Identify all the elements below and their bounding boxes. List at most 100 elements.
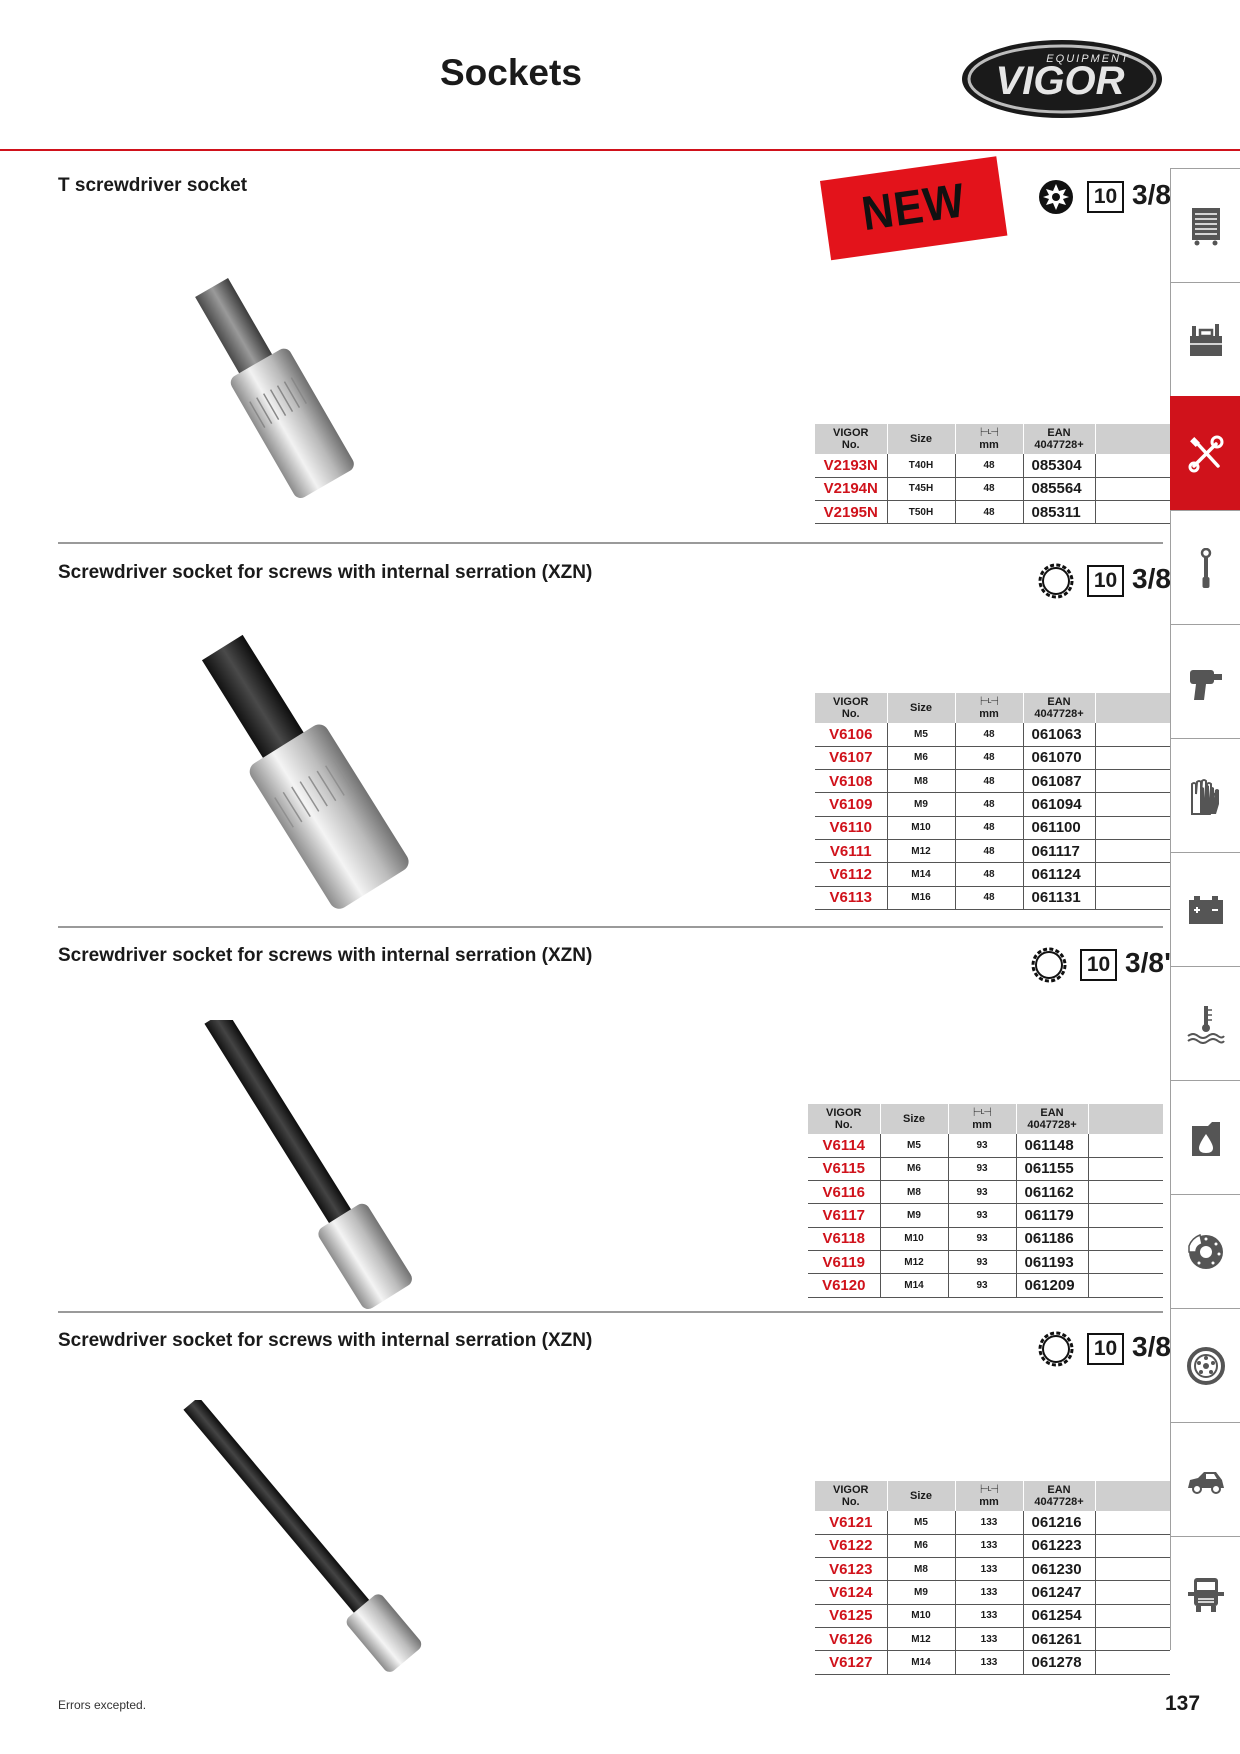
- car-body-icon: [1188, 1472, 1224, 1494]
- xzn-socket-image: [201, 634, 409, 909]
- sidebar-tab-brakes[interactable]: [1170, 1194, 1240, 1308]
- brake-disc-icon: [1188, 1233, 1223, 1269]
- category-sidebar: [1170, 168, 1240, 1678]
- sidebar-tab-wheels[interactable]: [1170, 1308, 1240, 1422]
- page-title: Sockets: [440, 52, 582, 93]
- new-badge: NEW: [820, 156, 1008, 261]
- col-blank: [1094, 1481, 1170, 1511]
- pack-quantity: 10: [1087, 1333, 1124, 1365]
- pack-quantity: 10: [1080, 949, 1117, 981]
- col-size: Size: [879, 1104, 948, 1134]
- torx-drive-icon: [1039, 180, 1073, 214]
- xzn-drive-icon: [1038, 563, 1074, 599]
- col-length: ├─ L ─┤mm: [954, 424, 1023, 454]
- section-title: Screwdriver socket for screws with inter…: [58, 562, 593, 583]
- col-blank: [1087, 1104, 1163, 1134]
- logo-brand: VIGOR: [996, 59, 1125, 103]
- torque-wrench-icon: [1200, 548, 1212, 588]
- gloves-icon: [1191, 779, 1219, 815]
- sidebar-tab-trucks[interactable]: [1170, 1536, 1240, 1650]
- truck-icon: [1188, 1578, 1224, 1612]
- drive-size: 3/8": [1125, 947, 1178, 978]
- header-rule: [0, 149, 1240, 151]
- footer-note: Errors excepted.: [58, 1698, 147, 1712]
- section-title: Screwdriver socket for screws with inter…: [58, 1330, 593, 1351]
- torx-socket-image: [195, 277, 354, 499]
- section-divider: [58, 1311, 1163, 1313]
- battery-icon: [1189, 896, 1223, 924]
- impact-wrench-icon: [1190, 670, 1222, 700]
- sidebar-tab-coolant[interactable]: [1170, 966, 1240, 1080]
- sidebar-tab-hand-tools[interactable]: [1170, 396, 1240, 510]
- oil-can-icon: [1192, 1122, 1220, 1156]
- vigor-logo: VIGOR EQUIPMENT: [962, 40, 1162, 118]
- sidebar-tab-torque-wrench[interactable]: [1170, 510, 1240, 624]
- col-size: Size: [886, 693, 955, 723]
- sidebar-tab-toolbox[interactable]: [1170, 282, 1240, 396]
- sidebar-tab-oil[interactable]: [1170, 1080, 1240, 1194]
- col-length: ├─ L ─┤mm: [947, 1104, 1016, 1134]
- tool-trolley-icon: [1192, 208, 1220, 246]
- col-size: Size: [886, 424, 955, 454]
- xzn-socket-image: [204, 1020, 412, 1310]
- sidebar-tab-impact-wrench[interactable]: [1170, 624, 1240, 738]
- sidebar-tab-car-body[interactable]: [1170, 1422, 1240, 1536]
- col-blank: [1094, 424, 1170, 454]
- section-divider: [58, 542, 1163, 544]
- coolant-icon: [1187, 1006, 1225, 1044]
- section-title: Screwdriver socket for screws with inter…: [58, 945, 593, 966]
- wheel-icon: [1187, 1347, 1225, 1385]
- pack-quantity: 10: [1087, 565, 1124, 597]
- page-number: 137: [1165, 1692, 1201, 1715]
- xzn-drive-icon: [1031, 947, 1067, 983]
- sidebar-tab-gloves[interactable]: [1170, 738, 1240, 852]
- section-divider: [58, 926, 1163, 928]
- col-blank: [1094, 693, 1170, 723]
- col-length: ├─ L ─┤mm: [954, 1481, 1023, 1511]
- sidebar-tab-battery[interactable]: [1170, 852, 1240, 966]
- xzn-drive-icon: [1038, 1331, 1074, 1367]
- logo-sub: EQUIPMENT: [1046, 53, 1129, 65]
- sidebar-tab-tool-trolley[interactable]: [1170, 168, 1240, 282]
- toolbox-icon: [1190, 324, 1222, 356]
- section-title: T screwdriver socket: [58, 175, 248, 196]
- pack-quantity: 10: [1087, 181, 1124, 213]
- col-length: ├─ L ─┤mm: [954, 693, 1023, 723]
- xzn-socket-image: [183, 1400, 422, 1672]
- col-size: Size: [886, 1481, 955, 1511]
